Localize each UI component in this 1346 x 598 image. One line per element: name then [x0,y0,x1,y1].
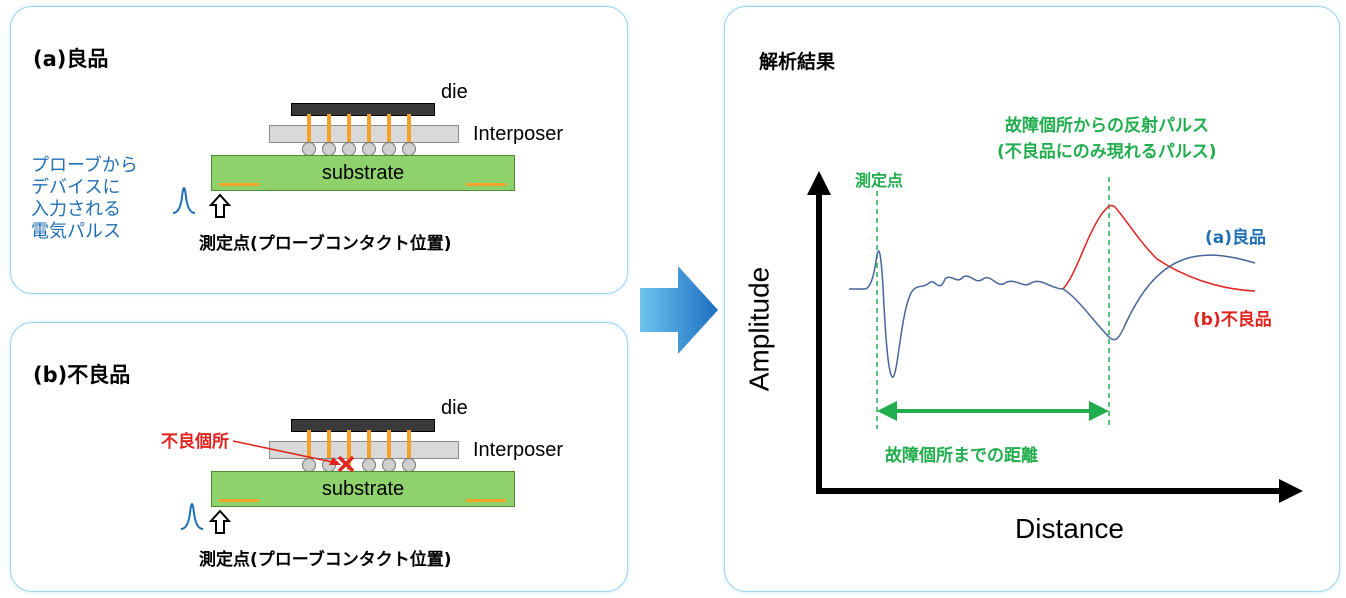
bump [342,142,356,156]
y-axis-arrowhead [807,171,831,195]
defective-device-panel: (b)不良品 substrate die Interposer 不良個所 [10,322,628,592]
defect-label: 不良個所 [161,432,229,452]
bump [382,142,396,156]
pulse-icon [172,187,196,214]
defective-series-label: (b)不良品 [1193,310,1272,330]
bump [362,458,376,472]
right-arrow-icon [640,266,718,354]
panel-a-title: (a)良品 [33,47,109,71]
x-axis-arrowhead [1279,479,1303,503]
interposer-label: Interposer [473,439,564,461]
up-arrow-icon [209,193,231,218]
measure-point-chart-label: 測定点 [855,171,904,190]
defective-waveform [1062,204,1256,292]
substrate-label: substrate [321,161,405,184]
die-chip [291,419,435,432]
good-device-panel: (a)良品 substrate die Interposer プローブから デバ… [10,6,628,294]
die-chip [291,103,435,116]
panel-b-title: (b)不良品 [33,363,131,387]
x-axis-label: Distance [1015,513,1124,544]
input-pulse-text: プローブから デバイスに 入力される 電気パルス [31,155,138,242]
reflection-label-line1: 故障個所からの反射パルス [1005,116,1209,136]
substrate-label: substrate [321,477,405,500]
y-axis-label: Amplitude [743,266,775,392]
good-waveform [849,250,1256,378]
good-series-label: (a)良品 [1205,228,1267,248]
bump [302,142,316,156]
defect-x-icon [337,455,355,473]
die-label: die [441,397,468,419]
measure-point-label: 測定点(プローブコンタクト位置) [199,234,452,254]
pulse-icon [180,503,204,530]
interposer-label: Interposer [473,123,564,145]
measure-point-label: 測定点(プローブコンタクト位置) [199,550,452,570]
bump [362,142,376,156]
reflection-label-line2: (不良品にのみ現れるパルス) [997,142,1217,162]
substrate-layer: substrate [211,471,515,507]
waveform-plot [807,171,1303,503]
die-label: die [441,81,468,103]
bump [382,458,396,472]
bump [402,142,416,156]
bump [402,458,416,472]
substrate-layer: substrate [211,155,515,191]
up-arrow-icon [209,509,231,534]
result-title: 解析結果 [759,51,836,73]
bump [322,142,336,156]
distance-label: 故障個所までの距離 [885,446,1038,466]
analysis-result-panel: 解析結果 故障個所からの反射パルス (不良品にのみ現れるパルス) 測定点 (a)… [724,6,1340,592]
interposer-layer [269,125,459,143]
defect-pointer-arrow [232,440,341,465]
